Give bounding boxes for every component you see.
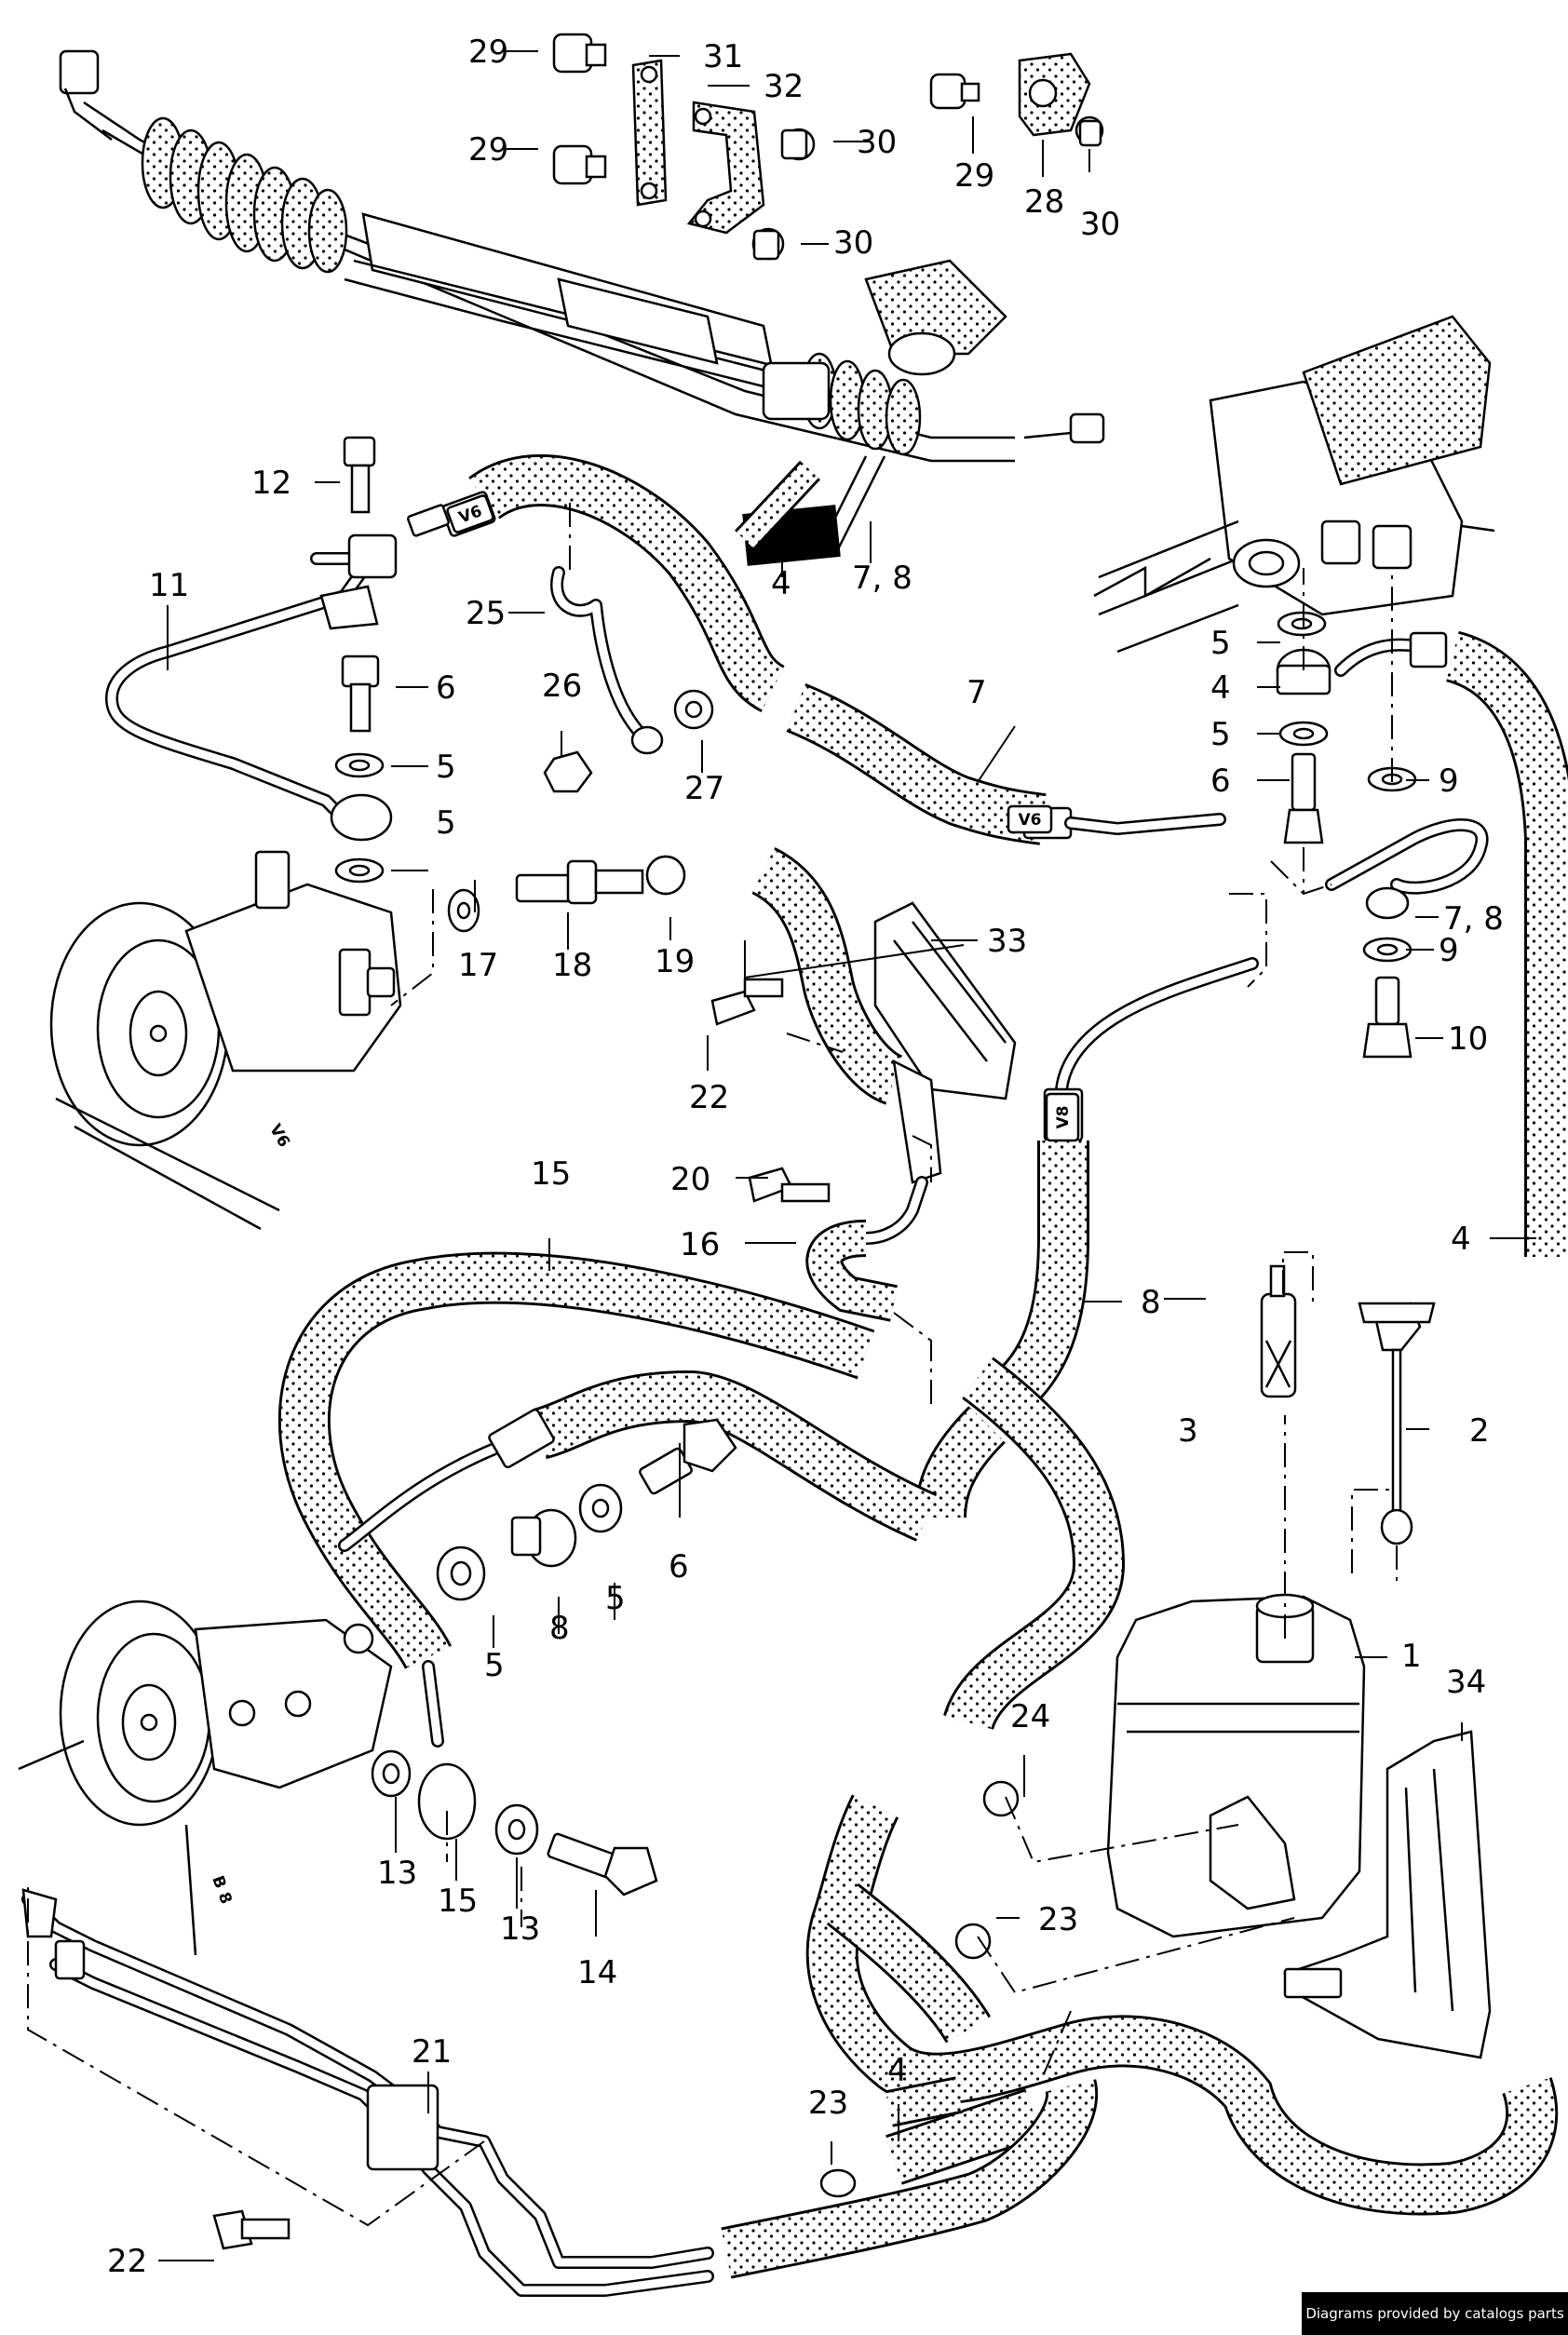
callout-19: 19 [655,943,695,980]
hose-15 [277,1251,1126,1841]
fitting-stack-v8 [371,1418,737,1896]
callout-15-a: 15 [531,1155,571,1193]
callout-17: 17 [458,947,498,984]
tube-11 [105,533,398,826]
hose-tag-v6-mid: V6 [1019,811,1042,830]
callout-30-a: 30 [857,124,897,161]
pump-v8 [18,1599,393,1956]
callout-32: 32 [764,68,804,105]
pump-belt-tag-b8: B 8 [208,1873,235,1907]
hose-4 [721,505,1568,2279]
callout-4-a: 4 [771,565,791,602]
callout-29-a: 29 [468,34,508,71]
callout-29-c: 29 [954,157,994,195]
pump-belt-tag-v6: V6 [265,1121,293,1151]
rack-mount-bushings [552,33,1104,261]
callout-78-a: 7, 8 [852,560,912,597]
callout-5-f: 5 [484,1647,505,1684]
callout-numbers: 29 31 32 30 29 30 29 28 30 12 4 7, 8 11 … [107,34,1504,2280]
cooler-tube-21 [21,1888,963,2297]
callout-18: 18 [552,947,592,984]
callout-5-d: 5 [1210,716,1231,753]
callout-5-c: 5 [1210,625,1231,662]
callout-5-e: 5 [605,1580,626,1617]
callout-34: 34 [1446,1664,1486,1701]
callout-9-a: 9 [1439,763,1459,800]
callout-8-b: 8 [549,1610,570,1647]
callout-1: 1 [1401,1638,1422,1675]
diagram-credit-label: Diagrams provided by catalogs parts [1302,2292,1568,2335]
callout-24: 24 [1010,1698,1050,1735]
hose-tag-v8: V8 [1054,1106,1073,1129]
callout-16: 16 [680,1226,720,1263]
callout-5-b: 5 [436,804,456,842]
bracket-25 [543,566,714,793]
callout-7: 7 [966,674,987,711]
callout-78-b: 7, 8 [1443,900,1504,938]
callout-33: 33 [987,923,1027,960]
callout-22-a: 22 [689,1079,729,1116]
callout-2: 2 [1469,1412,1490,1450]
callout-12: 12 [251,465,291,502]
callout-15-b: 15 [438,1883,478,1920]
steering-rack [59,49,1105,463]
callout-5-a: 5 [436,749,456,786]
callout-27: 27 [684,770,724,807]
callout-26: 26 [542,668,582,705]
pump-v6 [49,850,402,1231]
hose-clamps [645,855,1020,2198]
reservoir-bracket [1283,1730,1492,2059]
callout-25: 25 [466,595,506,632]
callout-3: 3 [1178,1412,1198,1450]
callout-13-a: 13 [377,1855,417,1892]
callout-22-b: 22 [107,2243,147,2280]
reservoir-assembly [1106,1264,1436,1938]
callout-29-b: 29 [468,131,508,169]
callout-30-c: 30 [1080,206,1120,243]
callout-8-a: 8 [1141,1284,1161,1321]
callout-13-b: 13 [500,1910,540,1948]
callout-20: 20 [670,1161,710,1198]
callout-4-c: 4 [1451,1221,1471,1258]
callout-4-b: 4 [1210,669,1231,707]
callout-23-a: 23 [1038,1901,1078,1938]
callout-30-b: 30 [833,224,873,262]
callout-6-a: 6 [436,669,456,707]
hose-33 [750,846,1017,1322]
callout-11: 11 [149,567,189,604]
callout-6-b: 6 [1210,763,1231,800]
callout-4-d: 4 [887,2052,908,2089]
callout-6-c: 6 [669,1548,689,1586]
rack-hose-stubs [735,455,886,550]
callout-28: 28 [1024,183,1064,221]
rack-valve-housing [1093,315,1495,654]
assembly-lines [27,503,1398,2227]
callout-14: 14 [577,1954,617,1991]
leader-lines [158,50,1536,2261]
hose-7 [407,453,1226,845]
callout-21: 21 [412,2033,452,2071]
callout-23-b: 23 [808,2085,848,2122]
callout-9-b: 9 [1439,932,1459,969]
callout-31: 31 [703,38,743,75]
callout-10: 10 [1448,1020,1488,1058]
